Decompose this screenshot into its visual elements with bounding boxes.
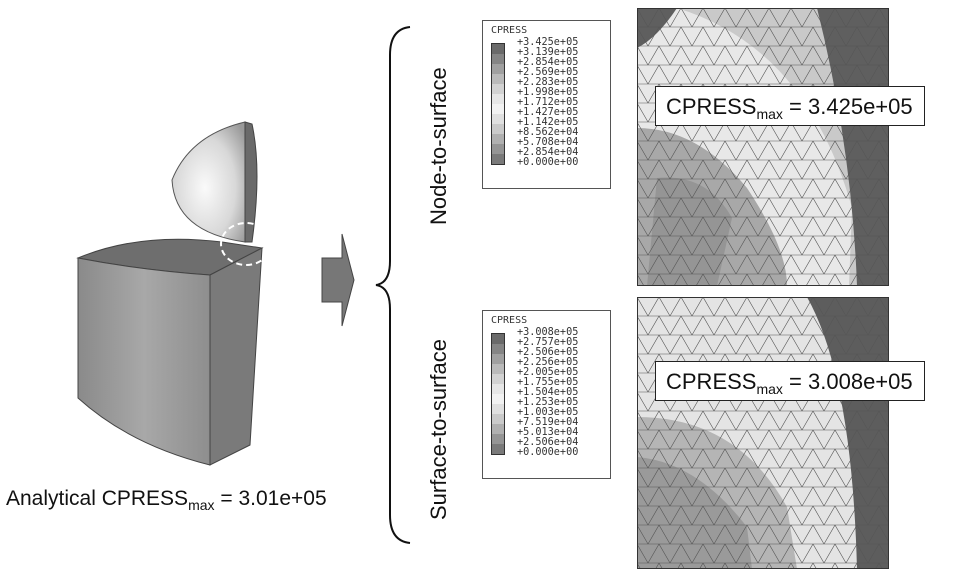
hemisphere [171,121,258,243]
legend-level: +0.000e+00 [517,157,579,168]
legend-level: +1.003e+05 [517,407,579,418]
legend-swatch [492,374,504,384]
legend-level: +3.139e+05 [517,47,579,58]
legend-swatch [492,64,504,74]
cylinder-body [76,238,264,466]
cpress-max-callout-surface: CPRESSmax = 3.008e+05 [655,361,925,401]
legend-swatch [492,354,504,364]
cpress-legend-surface: CPRESS +3.008e+05+2.757e+05+2.506e+05+2.… [482,310,611,479]
legend-level: +2.757e+05 [517,337,579,348]
legend-swatch [492,444,504,454]
legend-swatch [492,54,504,64]
legend-level: +1.755e+05 [517,377,579,388]
legend-swatch [492,134,504,144]
legend-swatch [492,364,504,374]
legend-level: +1.504e+05 [517,387,579,398]
cpress-max-callout-node: CPRESSmax = 3.425e+05 [655,86,925,126]
legend-level: +1.253e+05 [517,397,579,408]
legend-level: +2.005e+05 [517,367,579,378]
legend-swatches [491,333,505,455]
legend-swatch [492,424,504,434]
contour-plot-node-to-surface [637,8,889,286]
legend-level: +2.256e+05 [517,357,579,368]
legend-swatch [492,74,504,84]
legend-level: +2.283e+05 [517,77,579,88]
legend-swatch [492,44,504,54]
legend-level: +7.519e+04 [517,417,579,428]
brace [375,26,411,544]
arrow-right-icon [321,233,355,327]
legend-swatch [492,84,504,94]
legend-swatch [492,94,504,104]
contact-model-figure [76,121,272,466]
legend-level: +1.427e+05 [517,107,579,118]
legend-level: +1.142e+05 [517,117,579,128]
legend-level: +5.013e+04 [517,427,579,438]
legend-swatch [492,334,504,344]
legend-level: +1.712e+05 [517,97,579,108]
legend-swatch [492,104,504,114]
surface-to-surface-label: Surface-to-surface [426,339,451,520]
legend-level: +3.008e+05 [517,327,579,338]
legend-level: +5.708e+04 [517,137,579,148]
legend-swatch [492,434,504,444]
analytical-caption: Analytical CPRESSmax = 3.01e+05 [6,487,327,513]
legend-swatch [492,414,504,424]
legend-swatch [492,344,504,354]
legend-level: +8.562e+04 [517,127,579,138]
legend-level: +3.425e+05 [517,37,579,48]
legend-swatch [492,404,504,414]
contour-plot-surface-to-surface [637,297,889,569]
legend-level: +2.854e+05 [517,57,579,68]
legend-swatch [492,154,504,164]
legend-title: CPRESS [491,25,528,36]
contact-zone-marker [220,222,272,266]
legend-swatch [492,384,504,394]
legend-level: +0.000e+00 [517,447,579,458]
legend-swatch [492,124,504,134]
legend-level: +2.506e+04 [517,437,579,448]
legend-level: +2.569e+05 [517,67,579,78]
cpress-legend-node: CPRESS +3.425e+05+3.139e+05+2.854e+05+2.… [482,20,611,189]
legend-level: +2.506e+05 [517,347,579,358]
legend-level: +1.998e+05 [517,87,579,98]
legend-swatch [492,144,504,154]
legend-swatch [492,114,504,124]
node-to-surface-label: Node-to-surface [426,67,451,225]
legend-level: +2.854e+04 [517,147,579,158]
legend-swatches [491,43,505,165]
legend-swatch [492,394,504,404]
legend-title: CPRESS [491,315,528,326]
